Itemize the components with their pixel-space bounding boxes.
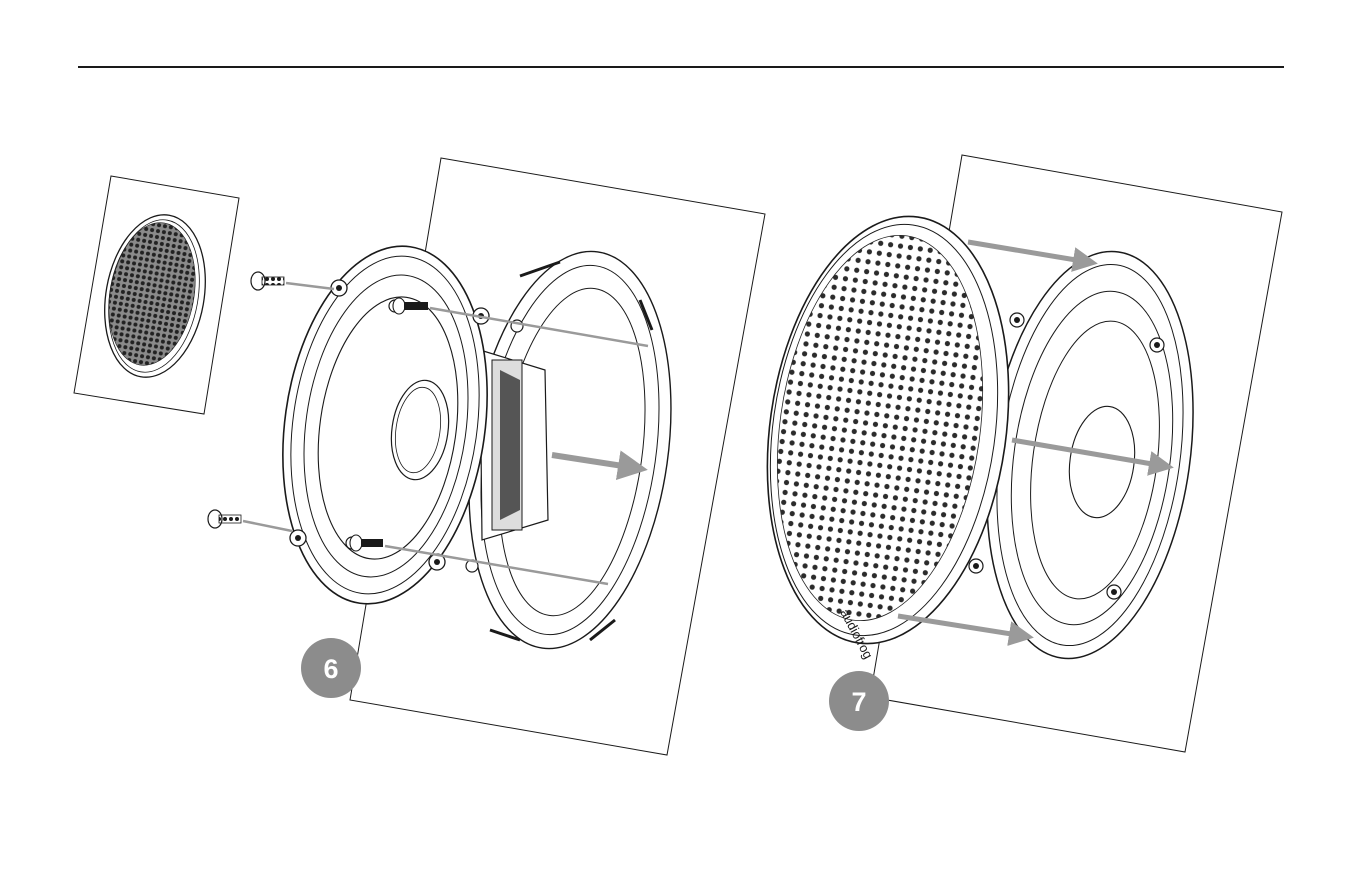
guide-line xyxy=(243,521,292,531)
step-6-assembly: 6 xyxy=(208,158,765,755)
step-7-assembly: audiofrog 7 xyxy=(741,155,1282,752)
screw-icon xyxy=(208,510,241,528)
step-number-7: 7 xyxy=(851,687,866,717)
step-badge-6: 6 xyxy=(301,638,361,698)
inset-finished-view xyxy=(74,176,239,414)
step-badge-7: 7 xyxy=(829,671,889,731)
screw-icon xyxy=(251,272,284,290)
step-number-6: 6 xyxy=(323,654,338,684)
guide-line xyxy=(286,283,334,289)
